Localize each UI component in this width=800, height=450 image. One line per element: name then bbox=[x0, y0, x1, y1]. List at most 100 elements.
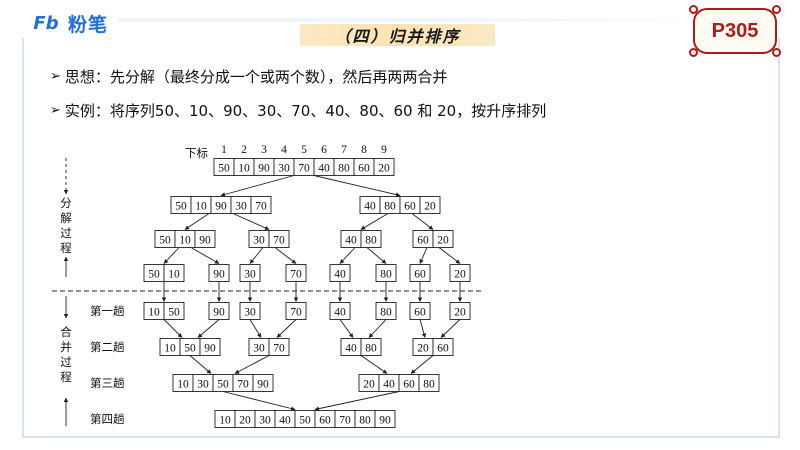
pass-2-value: 40 bbox=[345, 343, 357, 355]
bullet-text: 思想：先分解（最终分成一个或两个数），然后再两两合并 bbox=[64, 68, 448, 86]
split-1-value: 20 bbox=[424, 201, 436, 213]
pass-2-value: 70 bbox=[273, 343, 285, 355]
connector-arrow bbox=[339, 247, 356, 264]
sequence-value: 20 bbox=[378, 163, 390, 175]
pass-3-value: 20 bbox=[363, 379, 375, 391]
split-2-cell bbox=[194, 230, 216, 248]
split-1-value: 60 bbox=[404, 201, 416, 213]
pass-label: 第四趟 bbox=[90, 412, 125, 426]
brand-logo-text: 粉笔 bbox=[68, 14, 109, 36]
connector-arrow bbox=[339, 319, 354, 338]
pass-1-value: 50 bbox=[168, 307, 180, 319]
sequence-value: 90 bbox=[258, 163, 270, 175]
split-2-cell bbox=[360, 230, 382, 248]
badge-corner-icon bbox=[689, 5, 698, 14]
bullet-idea: ➢ 思想：先分解（最终分成一个或两个数），然后再两两合并 bbox=[50, 66, 447, 87]
pass-3-value: 10 bbox=[177, 379, 189, 391]
connector-arrow bbox=[222, 391, 296, 411]
connector-arrow bbox=[419, 247, 428, 264]
sequence-value: 80 bbox=[338, 163, 350, 175]
index-number: 7 bbox=[341, 144, 347, 156]
index-number: 8 bbox=[361, 144, 367, 156]
split-1-value: 90 bbox=[215, 201, 227, 213]
connector-arrow bbox=[438, 247, 461, 264]
sequence-value: 40 bbox=[318, 163, 330, 175]
pass-4-value: 10 bbox=[219, 415, 231, 427]
arrow-bullet-icon: ➢ bbox=[50, 69, 61, 84]
split-2-value: 90 bbox=[199, 235, 211, 247]
split-2-cell bbox=[268, 230, 290, 248]
split-1-value: 10 bbox=[195, 201, 207, 213]
brand-logo-mark: Fb bbox=[33, 13, 59, 34]
pass-3-value: 70 bbox=[237, 379, 249, 391]
split-1-value: 40 bbox=[364, 201, 376, 213]
index-number: 9 bbox=[381, 144, 387, 156]
sequence-cell bbox=[373, 158, 395, 176]
pass-label: 第一趟 bbox=[90, 304, 125, 318]
connector-arrow bbox=[197, 319, 220, 338]
slide-frame bbox=[22, 38, 780, 438]
pass-2-cell bbox=[199, 338, 221, 356]
split-3-cell bbox=[163, 264, 185, 282]
index-number: 3 bbox=[261, 144, 267, 156]
pass-4-value: 90 bbox=[379, 415, 391, 427]
split-2-value: 80 bbox=[365, 235, 377, 247]
bullet-example: ➢ 实例：将序列50、10、90、30、70、40、80、60 和 20，按升序… bbox=[50, 100, 546, 121]
connector-arrow bbox=[274, 247, 297, 264]
split-2-cell bbox=[432, 230, 454, 248]
section-title: （四）归并排序 bbox=[300, 24, 495, 46]
split-1-cell bbox=[419, 196, 441, 214]
split-1-value: 70 bbox=[255, 201, 267, 213]
split-1-value: 50 bbox=[175, 201, 187, 213]
bullet-text: 实例：将序列50、10、90、30、70、40、80、60 和 20，按升序排列 bbox=[64, 102, 547, 120]
merge-process-label: 程 bbox=[60, 371, 72, 384]
pass-3-value: 30 bbox=[197, 379, 209, 391]
split-2-value: 70 bbox=[273, 235, 285, 247]
pass-3-value: 40 bbox=[383, 379, 395, 391]
split-2-value: 10 bbox=[179, 235, 191, 247]
pass-2-value: 20 bbox=[417, 343, 429, 355]
index-number: 2 bbox=[241, 144, 247, 156]
pass-3-value: 50 bbox=[217, 379, 229, 391]
split-2-value: 20 bbox=[437, 235, 449, 247]
split-3-value: 20 bbox=[454, 269, 466, 281]
pass-1-value: 70 bbox=[290, 307, 302, 319]
pass-1-value: 40 bbox=[334, 307, 346, 319]
split-3-value: 50 bbox=[148, 269, 160, 281]
connector-arrow bbox=[313, 175, 401, 197]
index-number: 4 bbox=[281, 144, 287, 156]
pass-1-value: 90 bbox=[213, 307, 225, 319]
pass-1-value: 30 bbox=[244, 307, 256, 319]
pass-3-value: 60 bbox=[403, 379, 415, 391]
index-label: 下标 bbox=[185, 147, 208, 160]
pass-2-value: 60 bbox=[437, 343, 449, 355]
pass-4-value: 60 bbox=[319, 415, 331, 427]
split-3-value: 30 bbox=[244, 269, 256, 281]
split-3-value: 90 bbox=[213, 269, 225, 281]
split-process-label: 过 bbox=[60, 227, 72, 240]
pass-4-value: 50 bbox=[299, 415, 311, 427]
pass-2-cell bbox=[268, 338, 290, 356]
connector-arrow bbox=[366, 247, 387, 264]
sequence-value: 30 bbox=[278, 163, 290, 175]
pass-4-value: 20 bbox=[239, 415, 251, 427]
pass-4-cell bbox=[374, 410, 396, 428]
connector-arrow bbox=[249, 247, 264, 264]
split-1-cell bbox=[250, 196, 272, 214]
page-number: P305 bbox=[711, 19, 759, 42]
split-1-value: 30 bbox=[235, 201, 247, 213]
pass-label: 第二趟 bbox=[90, 340, 125, 354]
brand-logo: Fb 粉笔 bbox=[28, 10, 108, 37]
arrow-bullet-icon: ➢ bbox=[50, 103, 61, 118]
pass-2-cell bbox=[360, 338, 382, 356]
page-badge: P305 bbox=[689, 5, 781, 57]
pass-4-value: 70 bbox=[339, 415, 351, 427]
index-number: 6 bbox=[321, 144, 327, 156]
badge-corner-icon bbox=[772, 5, 781, 14]
pass-4-value: 80 bbox=[359, 415, 371, 427]
split-2-value: 30 bbox=[253, 235, 265, 247]
split-process-label: 分 bbox=[60, 197, 72, 210]
split-process-label: 解 bbox=[60, 211, 72, 225]
